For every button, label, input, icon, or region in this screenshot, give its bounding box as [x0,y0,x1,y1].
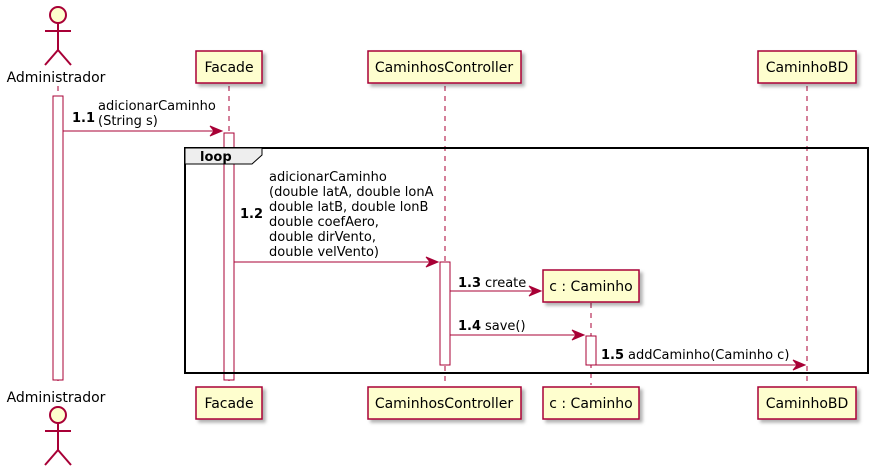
activation-facade [223,132,235,381]
message-label-line: adicionarCaminho [98,99,216,114]
participant-caminhoscontroller-top: CaminhosController [367,50,522,84]
message-number: 1.1 [72,111,95,126]
actor-administrador-bottom [44,406,72,466]
participant-facade-top: Facade [195,50,263,84]
participant-label-administrador-bottom: Administrador [7,390,106,406]
message-label-line: addCaminho(Caminho c) [628,348,789,363]
participant-facade-bottom: Facade [195,386,263,420]
message-number: 1.2 [240,207,263,222]
message-label-line: double dirVento, [269,230,376,245]
arrowhead-icon [528,285,543,297]
activation-caminhoscontroller [439,261,451,366]
message-label-line: save() [485,319,526,334]
message-1-3: 1.3 create [450,276,543,297]
participant-caminho-bottom: c : Caminho [542,386,640,420]
message-label-line: double coefAero, [269,215,379,230]
arrowhead-icon [792,359,807,371]
svg-text:Facade: Facade [204,396,253,412]
participant-caminhobd-top: CaminhoBD [757,50,857,84]
message-number: 1.5 [601,348,624,363]
svg-text:Facade: Facade [204,60,253,76]
actor-head-icon [49,6,67,24]
participant-caminhoscontroller-bottom: CaminhosController [367,386,522,420]
message-1-1: 1.1 adicionarCaminho (String s) [63,99,224,137]
message-number: 1.3 [458,276,481,291]
actor-administrador-top [44,6,72,66]
loop-label: loop [200,150,232,165]
message-label-line: (double latA, double lonA [269,185,434,200]
svg-text:CaminhoBD: CaminhoBD [766,396,849,412]
actor-head-icon [49,406,67,424]
message-label-line: create [485,276,526,291]
message-1-2: 1.2 adicionarCaminho (double latA, doubl… [234,170,440,268]
message-label-line: double velVento) [269,245,379,260]
message-label-line: (String s) [98,114,158,129]
participant-caminhobd-bottom: CaminhoBD [757,386,857,420]
arrowhead-icon [209,125,224,137]
svg-text:CaminhosController: CaminhosController [375,60,514,76]
svg-text:c : Caminho: c : Caminho [549,396,633,412]
activation-administrador [52,95,64,381]
participant-label-administrador-top: Administrador [7,70,106,86]
message-1-4: 1.4 save() [450,319,586,341]
participant-caminho-created: c : Caminho [542,269,640,303]
arrowhead-icon [425,256,440,268]
loop-tab [184,147,263,165]
message-1-5: 1.5 addCaminho(Caminho c) [596,348,807,371]
svg-text:c : Caminho: c : Caminho [549,279,633,295]
activation-caminho [585,335,597,366]
message-label-line: adicionarCaminho [269,170,387,185]
message-label-line: double latB, double lonB [269,200,428,215]
svg-text:CaminhosController: CaminhosController [375,396,514,412]
message-number: 1.4 [458,319,481,334]
loop-frame: loop [184,147,869,374]
activation-bars [52,95,597,381]
svg-text:CaminhoBD: CaminhoBD [766,60,849,76]
arrowhead-icon [571,329,586,341]
